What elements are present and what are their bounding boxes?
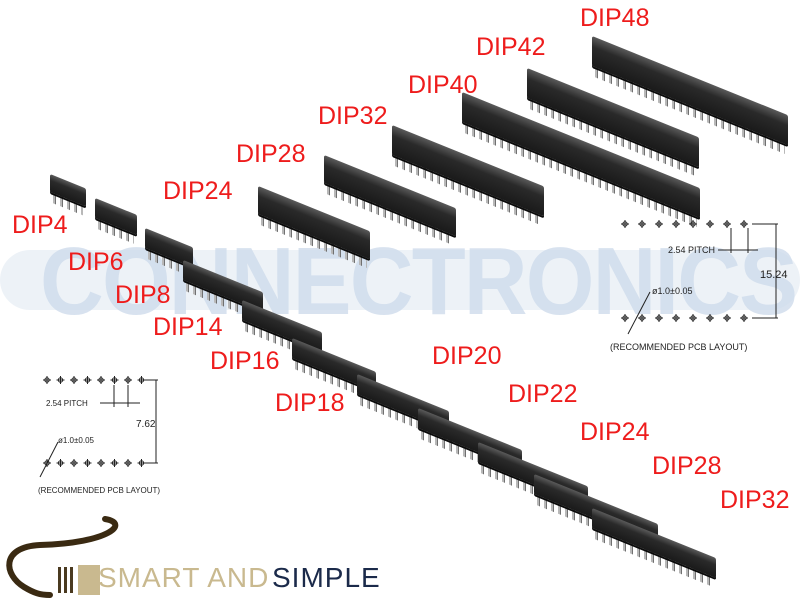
watermark-band [0,250,800,310]
label-dip20: DIP20 [432,342,502,370]
label-top-dip32: DIP32 [318,102,388,130]
pitch-label: 2.54 PITCH [668,245,715,255]
label-dip24: DIP24 [580,418,650,446]
label-dip8: DIP8 [115,281,171,309]
pcb-hole-icon [124,376,132,384]
logo-text-simple: SIMPLE [272,562,381,593]
pcb-layout-wide: 2.54 PITCH 15.24 ø1.0±0.05 (RECOMMENDED … [610,220,788,352]
logo-cable-icon [6,516,119,598]
label-dip22: DIP22 [508,380,578,408]
caption: (RECOMMENDED PCB LAYOUT) [610,342,747,352]
smart-and-simple-logo: SMART AND SIMPLE [6,516,381,598]
pcb-hole-icon [638,314,646,322]
pcb-hole-icon [723,314,731,322]
pcb-hole-icon [706,314,714,322]
pcb-hole-icon [110,376,119,384]
logo-text-smart-and: SMART AND [98,562,269,593]
pcb-hole-icon [56,376,65,384]
caption: (RECOMMENDED PCB LAYOUT) [38,486,160,495]
label-top-dip48: DIP48 [580,4,650,32]
label-dip14: DIP14 [153,313,223,341]
pcb-hole-icon [70,459,78,467]
pcb-hole-icon [638,220,646,228]
pcb-layout-narrow: 2.54 PITCH 7.62 ø1.0±0.05 (RECOMMENDED P… [38,376,160,495]
label-dip16: DIP16 [210,347,280,375]
pcb-hole-icon [70,376,78,384]
pcb-hole-icon [56,459,65,467]
pcb-hole-icon [740,314,748,322]
pcb-hole-icon [83,376,92,384]
label-dip6: DIP6 [68,248,124,276]
hole-label: ø1.0±0.05 [652,286,692,296]
pcb-hole-icon [97,459,105,467]
pcb-hole-icon [723,220,731,228]
label-dip4: DIP4 [12,211,68,239]
pcb-hole-icon [655,314,663,322]
pcb-hole-icon [621,314,629,322]
pcb-hole-icon [43,376,51,384]
pcb-hole-icon [740,220,748,228]
pcb-hole-icon [689,220,697,228]
pcb-hole-icon [97,376,105,384]
pcb-hole-icon [655,220,663,228]
pcb-hole-icon [672,220,680,228]
pitch-label: 2.54 PITCH [46,399,88,408]
pcb-hole-icon [706,220,714,228]
label-dip32: DIP32 [720,486,790,514]
label-top-dip28: DIP28 [236,140,306,168]
pcb-hole-icon [689,314,697,322]
label-dip28: DIP28 [652,452,722,480]
row-spacing-label: 7.62 [136,419,156,430]
chip-dip32 [592,508,716,592]
pcb-hole-icon [124,459,132,467]
hole-label: ø1.0±0.05 [58,436,95,445]
pcb-hole-icon [110,459,119,467]
label-top-dip24: DIP24 [163,177,233,205]
pcb-hole-icon [672,314,680,322]
pcb-hole-icon [83,459,92,467]
label-top-dip42: DIP42 [476,33,546,61]
label-dip18: DIP18 [275,389,345,417]
row-spacing-label: 15.24 [760,269,788,281]
label-top-dip40: DIP40 [408,71,478,99]
pcb-hole-icon [621,220,629,228]
